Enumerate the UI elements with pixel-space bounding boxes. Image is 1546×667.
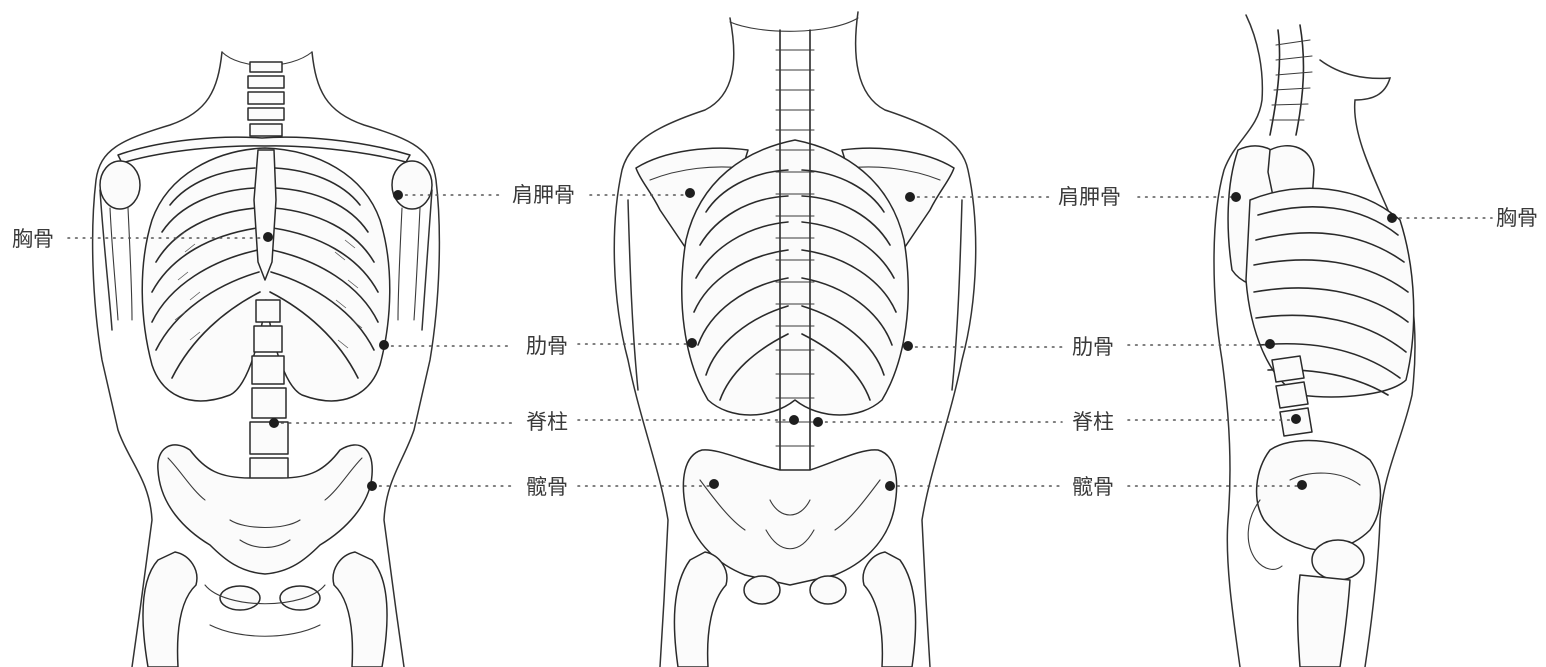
pin-front-scapula (393, 190, 403, 200)
pin-back-hip-left (709, 479, 719, 489)
label-side-sternum: 胸骨 (1496, 206, 1538, 230)
pin-back-hip-right (885, 481, 895, 491)
pin-back-rib-right (903, 341, 913, 351)
pin-side-sternum (1387, 213, 1397, 223)
back-view-figure (614, 12, 975, 667)
pin-front-rib (379, 340, 389, 350)
label-hip-1: 髋骨 (526, 475, 568, 499)
pin-back-scapula-right (905, 192, 915, 202)
pin-side-scapula (1231, 192, 1241, 202)
pin-side-spine (1291, 414, 1301, 424)
label-rib-2: 肋骨 (1072, 335, 1114, 359)
label-rib-1: 肋骨 (526, 334, 568, 358)
label-front-sternum: 胸骨 (12, 227, 54, 251)
label-spine-1: 脊柱 (526, 410, 568, 434)
front-view-figure (93, 52, 440, 667)
pin-back-rib-left (687, 338, 697, 348)
pin-back-spine-right (813, 417, 823, 427)
pin-front-sternum (263, 232, 273, 242)
label-hip-2: 髋骨 (1072, 475, 1114, 499)
side-view-figure (1214, 15, 1415, 667)
pin-side-rib (1265, 339, 1275, 349)
pin-side-hip (1297, 480, 1307, 490)
pin-front-spine (269, 418, 279, 428)
label-spine-2: 脊柱 (1072, 410, 1114, 434)
pin-back-scapula-left (685, 188, 695, 198)
label-scapula-2: 肩胛骨 (1058, 185, 1121, 209)
label-scapula-1: 肩胛骨 (512, 183, 575, 207)
pin-front-hip (367, 481, 377, 491)
pin-back-spine-left (789, 415, 799, 425)
